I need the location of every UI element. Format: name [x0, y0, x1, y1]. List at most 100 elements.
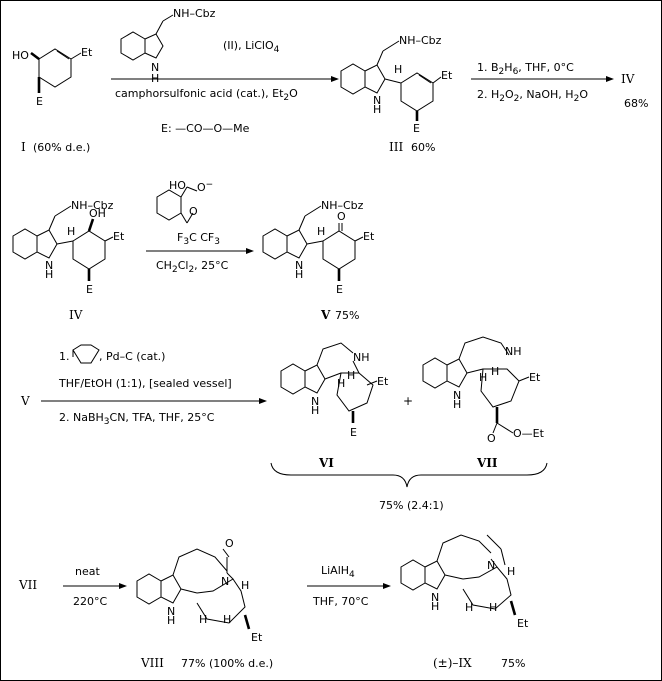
compound-VIII-o: O [225, 537, 234, 550]
compound-V-H: H [317, 225, 325, 238]
compound-VII-H1: H [479, 371, 487, 384]
plus-sign: + [403, 394, 413, 408]
compound-IX-H1: H [507, 565, 515, 578]
compound-IX-et: Et [517, 617, 529, 630]
compound-V-E: E [336, 283, 343, 296]
compound-VI-H1: H [337, 377, 345, 390]
compound-III-E: E [413, 122, 420, 135]
row3-step1-solvent: THF/EtOH (1:1), [sealed vessel] [58, 377, 232, 390]
compound-I-de: (60% d.e.) [33, 141, 90, 154]
cyclohexene-icon [72, 344, 100, 364]
compound-VII-et: Et [529, 371, 541, 384]
compound-IV-label: IV [69, 308, 83, 322]
step1-label: 1. B2H6, THF, 0°C [477, 61, 574, 77]
compound-IV-structure: NH–Cbz N H OH H Et E [12, 199, 125, 296]
compound-IV-E: E [86, 283, 93, 296]
compound-I-label: I [21, 140, 26, 154]
compound-VII-nh: NH [505, 345, 522, 358]
hydroxyl-label: HO [12, 49, 29, 62]
row3-start-V: V [20, 394, 30, 408]
oxidant-o-minus: O− [197, 180, 213, 194]
compound-IX-structure: N H N H H H Et [400, 534, 529, 630]
oxidant-structure: HO O− O F3C CF3 [156, 179, 220, 247]
compound-VIII-yield: 77% (100% d.e.) [181, 657, 273, 670]
compound-V-sidechain: NH–Cbz [321, 199, 364, 212]
ester-E-label: E [36, 95, 43, 108]
E-definition: E: —CO—O—Me [161, 122, 250, 135]
compound-IV-nh: N [45, 259, 53, 272]
compound-VI-structure: NH N H H H Et E [280, 342, 389, 439]
oxidant-o-ring: O [189, 205, 198, 218]
compound-III-structure: NH–Cbz N H H Et E [340, 34, 453, 135]
reagent-II-sidechain: NH–Cbz [173, 7, 216, 20]
compound-VIII-H3: H [223, 613, 231, 626]
product-brace [270, 462, 548, 488]
product-IV-label: IV [621, 72, 635, 86]
row4-reduct-above: LiAlH4 [321, 564, 355, 580]
compound-IX-n: N [487, 559, 495, 572]
compound-VII-ester-o: O [487, 432, 496, 445]
oxidation-conditions: CH2Cl2, 25°C [156, 259, 229, 275]
row3-step1-catalyst: , Pd–C (cat.) [99, 350, 165, 363]
compound-IX-H2: H [465, 601, 473, 614]
compound-III-yield: 60% [411, 141, 435, 154]
compound-III-sidechain: NH–Cbz [399, 34, 442, 47]
reagent-above-label: (II), LiClO4 [223, 39, 280, 55]
compound-VII-structure: NH N H H H Et O O—Et [422, 336, 545, 445]
compound-III-nh: N [373, 94, 381, 107]
compound-VIII-label: VIII [140, 656, 164, 670]
product-IV-yield: 68% [624, 97, 648, 110]
compound-VI-E: E [350, 426, 357, 439]
compound-III-H: H [394, 63, 402, 76]
reagent-II-nh: N [151, 61, 159, 74]
compound-VIII-h: H [167, 614, 175, 627]
compound-VI-label: VI [318, 456, 334, 470]
compound-IV-sidechain: NH–Cbz [71, 199, 114, 212]
compound-VII-h: H [453, 398, 461, 411]
compound-IV-oh: OH [89, 207, 106, 220]
row3-step2-label: 2. NaBH3CN, TFA, THF, 25°C [59, 411, 215, 427]
compound-V-yield: 75% [335, 309, 359, 322]
row4-cond-below: 220°C [73, 595, 107, 608]
oxidant-ho: HO [169, 179, 186, 192]
compound-VIII-H2: H [199, 613, 207, 626]
compound-VI-n: N [311, 395, 319, 408]
compound-IV-h: H [45, 268, 53, 281]
step2-label: 2. H2O2, NaOH, H2O [477, 88, 588, 104]
row3-yield-ratio: 75% (2.4:1) [379, 499, 444, 512]
compound-VI-et: Et [377, 375, 389, 388]
compound-III-et: Et [441, 69, 453, 82]
compound-VIII-et: Et [251, 631, 263, 644]
compound-IX-yield: 75% [501, 657, 525, 670]
compound-V-h: H [295, 268, 303, 281]
compound-V-label: V [320, 308, 331, 322]
compound-IX-H3: H [489, 601, 497, 614]
compound-V-nh: N [295, 259, 303, 272]
compound-V-et: Et [363, 230, 375, 243]
compound-IX-h: H [431, 600, 439, 613]
compound-VI-nh: NH [353, 351, 370, 364]
reagent-below-label: camphorsulfonic acid (cat.), Et2O [115, 87, 298, 103]
compound-V-ketone: O [337, 210, 346, 223]
row3-step1-prefix: 1. [59, 350, 70, 363]
compound-VIII-structure: O N H N H H H Et [136, 537, 263, 644]
row4-cond-above: neat [75, 565, 100, 578]
compound-VIII-nh: N [167, 605, 175, 618]
compound-IV-et: Et [113, 230, 125, 243]
compound-VII-ester-oet: O—Et [513, 427, 545, 440]
compound-VII-n: N [453, 389, 461, 402]
compound-VIII-n: N [221, 575, 229, 588]
compound-III-label: III [389, 140, 403, 154]
ethyl-label: Et [81, 46, 93, 59]
compound-VII-H2: H [491, 365, 499, 378]
oxidant-cf3: F3C CF3 [177, 231, 220, 247]
compound-VI-h: H [311, 404, 319, 417]
compound-IV-H: H [67, 225, 75, 238]
row4-start-VII: VII [18, 578, 37, 592]
compound-VI-H2: H [347, 369, 355, 382]
compound-I-structure: HO Et E [12, 46, 93, 108]
compound-V-structure: NH–Cbz N H O H Et E [262, 199, 375, 296]
reagent-II-structure: NH–Cbz N H [120, 7, 216, 85]
